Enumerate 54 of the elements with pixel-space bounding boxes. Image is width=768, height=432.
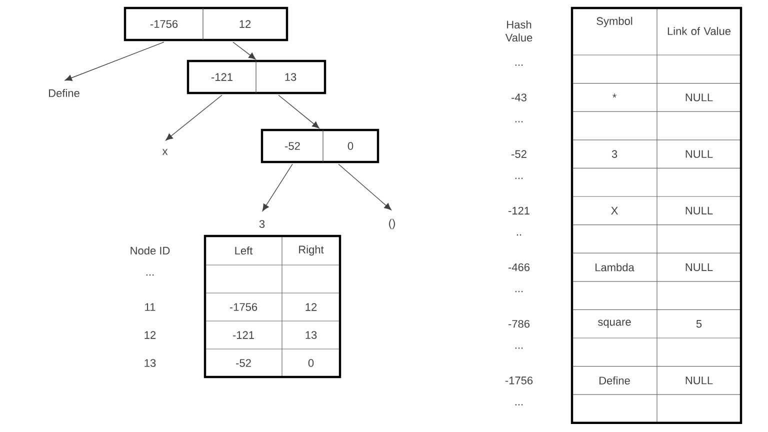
row-label: -466 <box>508 263 530 272</box>
table-cell: Lambda <box>596 263 634 272</box>
row-label: ... <box>146 274 154 276</box>
leaf-text: 3 <box>259 220 265 228</box>
row-label: 12 <box>144 331 156 339</box>
row-label: ... <box>515 404 523 406</box>
table-cell: NULL <box>686 376 713 384</box>
table-cell: NULL <box>686 263 713 272</box>
arrow <box>64 42 164 81</box>
cons-cell: -1756 12 <box>124 6 288 42</box>
row-label: 13 <box>144 359 156 367</box>
table-cell: NULL <box>686 150 713 158</box>
row-label: Node ID <box>130 246 170 255</box>
row-label: ... <box>515 121 523 122</box>
row-label: Hash Value <box>505 20 532 42</box>
table-cell: square <box>598 320 631 328</box>
table-cell: NULL <box>686 206 713 214</box>
table-cell: -52 <box>236 359 251 367</box>
row-label: -121 <box>508 206 530 214</box>
arrow <box>262 164 293 212</box>
table-cell: -121 <box>232 331 254 339</box>
arrow <box>232 42 256 60</box>
row-label: -52 <box>512 150 526 158</box>
arrow <box>338 164 392 210</box>
arrow <box>166 94 222 140</box>
row-label: 11 <box>145 303 156 311</box>
cons-cell: -52 0 <box>260 128 380 164</box>
row-label: .. <box>516 234 522 236</box>
table-cell: * <box>612 94 616 98</box>
table-cell: 13 <box>306 331 317 339</box>
table-cell: 12 <box>306 303 317 311</box>
row-label: ... <box>515 178 523 179</box>
row-label: ... <box>515 348 523 349</box>
table-cell: 5 <box>696 320 702 328</box>
table-cell: X <box>611 206 618 214</box>
row-label: -786 <box>508 320 530 328</box>
table-cell: Define <box>600 376 630 384</box>
leaf-text: x <box>162 149 168 155</box>
table-cell: Left <box>235 246 253 255</box>
cons-cell: -121 13 <box>186 60 326 94</box>
table-cell: -1756 <box>230 303 258 311</box>
table-cell: 3 <box>612 150 618 158</box>
table-cell: Link of Value <box>668 26 731 36</box>
row-label: ... <box>515 290 523 292</box>
leaf-text: () <box>389 218 395 230</box>
arrow <box>278 94 320 128</box>
row-label: ... <box>515 64 523 66</box>
leaf-text: Define <box>49 88 80 98</box>
row-label: -1756 <box>505 376 533 384</box>
row-label: -43 <box>512 94 526 102</box>
table-cell: Right <box>299 245 324 256</box>
table-cell: NULL <box>686 94 713 102</box>
table-cell: Symbol <box>596 16 632 28</box>
table-cell: 0 <box>308 359 314 367</box>
